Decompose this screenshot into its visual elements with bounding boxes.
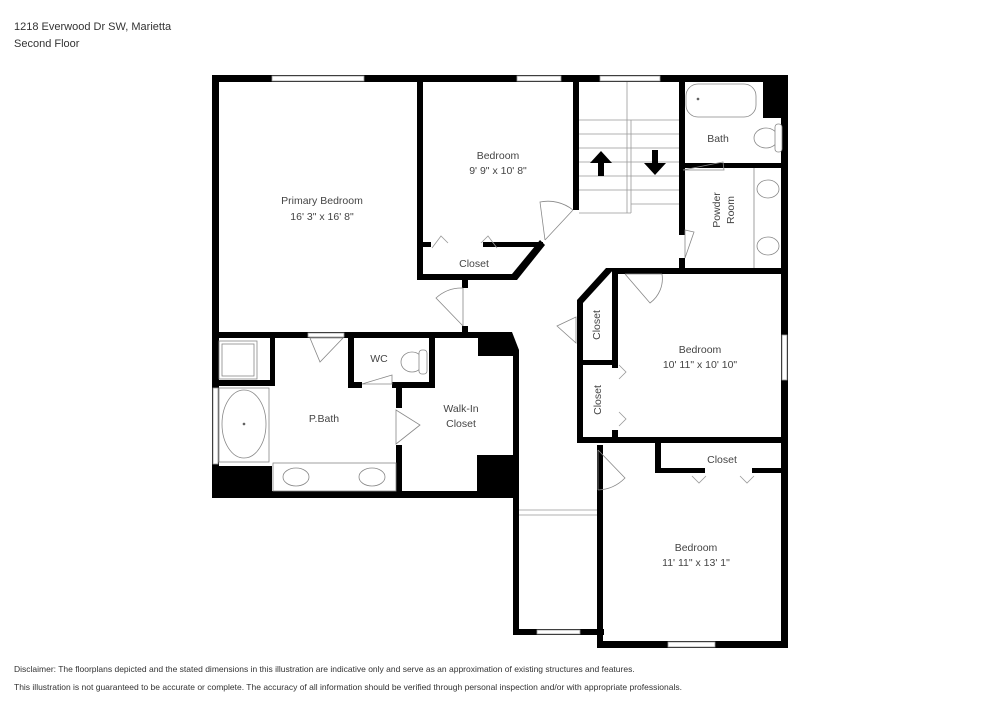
closet-door-marks: [431, 235, 755, 484]
disclaimer-line-2: This illustration is not guaranteed to b…: [14, 682, 682, 692]
primary-bedroom-label: Primary Bedroom: [281, 195, 363, 207]
property-address: 1218 Everwood Dr SW, Marietta: [14, 21, 172, 33]
bedroom-1-label: Bedroom: [477, 150, 520, 162]
walk-in-closet-label-2: Closet: [446, 418, 476, 430]
stair-arrows: [590, 150, 666, 176]
wc-label: WC: [370, 353, 388, 365]
bedroom-2-label: Bedroom: [679, 344, 722, 356]
room-labels: Primary Bedroom 16' 3" x 16' 8" Bedroom …: [281, 133, 737, 569]
p-bath-label: P.Bath: [309, 413, 339, 425]
disclaimer-line-1: Disclaimer: The floorplans depicted and …: [14, 664, 635, 674]
walk-in-closet-label-1: Walk-In: [443, 403, 478, 415]
doors: [309, 161, 725, 491]
powder-room-label-2: Room: [725, 196, 737, 224]
bedroom-3-dims: 11' 11" x 13' 1": [662, 557, 730, 569]
fixtures: [218, 83, 783, 492]
bedroom-3-label: Bedroom: [675, 542, 718, 554]
bathtub: [685, 83, 757, 118]
vanity: [272, 462, 397, 492]
hall-closet-upper-label: Closet: [591, 310, 603, 340]
bath-label: Bath: [707, 133, 729, 145]
powder-room-label-1: Powder: [711, 192, 723, 228]
hall-divider: [519, 509, 597, 516]
floor-label: Second Floor: [14, 38, 80, 50]
bedroom-2-dims: 10' 11" x 10' 10": [663, 359, 738, 371]
bedroom-1-dims: 9' 9" x 10' 8": [469, 165, 527, 177]
sink-powder-1: [756, 179, 780, 199]
bedroom-3-closet-label: Closet: [707, 454, 737, 466]
bedroom-1-closet-label: Closet: [459, 258, 489, 270]
windows: [212, 75, 788, 648]
arrow-up-icon: [590, 151, 612, 176]
sink-pbath-1: [282, 467, 310, 487]
toilet-bath: [753, 127, 779, 149]
arrow-down-icon: [644, 150, 666, 175]
sink-powder-2: [756, 236, 780, 256]
primary-bedroom-dims: 16' 3" x 16' 8": [290, 211, 354, 223]
sink-pbath-2: [358, 467, 386, 487]
staircase: [579, 82, 679, 214]
hall-closet-lower-label: Closet: [592, 385, 604, 415]
